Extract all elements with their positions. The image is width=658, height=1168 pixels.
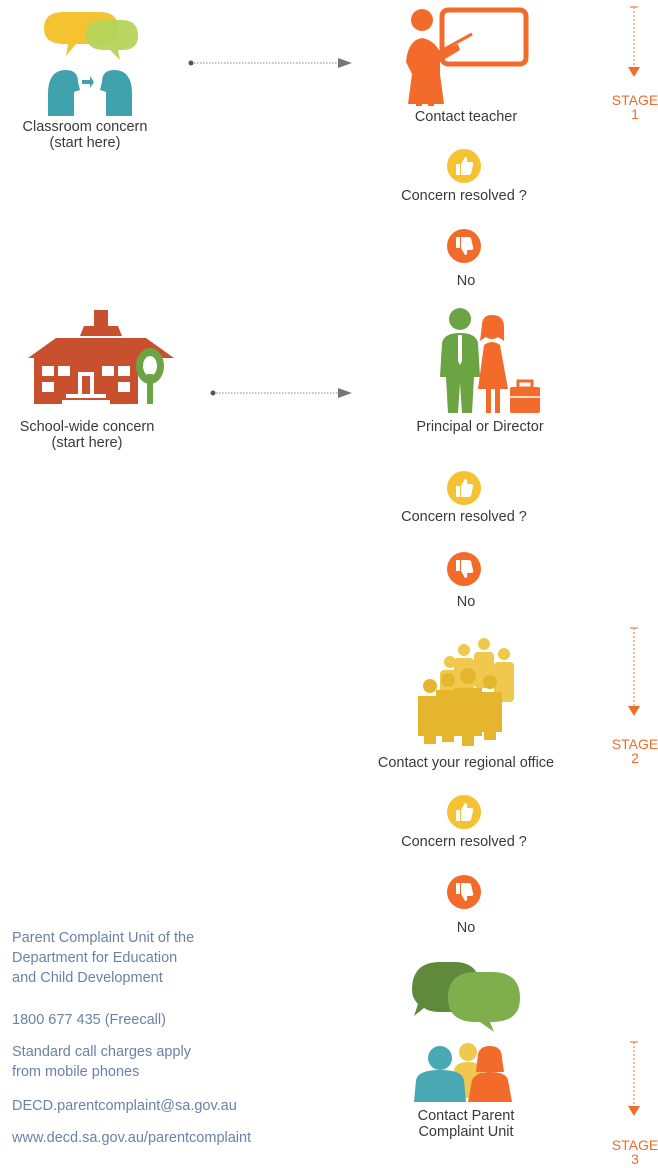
thumbs-up-icon — [447, 795, 481, 829]
stage-3-label: STAGE 3 — [611, 1137, 658, 1167]
thumbs-down-icon — [447, 552, 481, 586]
contact-pcu-label: Contact Parent Complaint Unit — [417, 1108, 515, 1140]
thumbs-up-icon — [447, 149, 481, 183]
no-label-2: No — [456, 594, 476, 610]
teacher-whiteboard-icon — [406, 7, 529, 106]
contact-teacher-label: Contact teacher — [414, 109, 518, 125]
concern-resolved-label-2: Concern resolved ? — [401, 509, 527, 525]
school-building-icon — [28, 310, 174, 404]
stage-2-label: STAGE 2 — [611, 736, 658, 766]
no-label-3: No — [456, 920, 476, 936]
school-wide-concern-label: School-wide concern (start here) — [19, 419, 155, 451]
thumbs-down-icon — [447, 875, 481, 909]
classroom-concern-label: Classroom concern (start here) — [22, 119, 148, 151]
connector-arrow — [188, 58, 352, 68]
call-charges-note: Standard call charges apply from mobile … — [12, 1044, 191, 1080]
connector-arrow — [210, 388, 352, 398]
thumbs-down-icon — [447, 229, 481, 263]
no-label-1: No — [456, 273, 476, 289]
thumbs-up-icon — [447, 471, 481, 505]
regional-office-label: Contact your regional office — [377, 755, 555, 771]
pcu-phone[interactable]: 1800 677 435 (Freecall) — [12, 1012, 166, 1028]
principal-director-icon — [440, 308, 540, 413]
pcu-email-link[interactable]: DECD.parentcomplaint@sa.gov.au — [12, 1098, 237, 1114]
parent-complaint-unit-icon — [412, 962, 520, 1102]
principal-director-label: Principal or Director — [416, 419, 544, 435]
stage-2-arrow — [628, 627, 640, 716]
concern-resolved-label-1: Concern resolved ? — [401, 188, 527, 204]
concern-resolved-label-3: Concern resolved ? — [401, 834, 527, 850]
stage-1-arrow — [628, 6, 640, 77]
pcu-website-link[interactable]: www.decd.sa.gov.au/parentcomplaint — [12, 1130, 252, 1146]
speech-bubbles-people-icon — [44, 12, 138, 116]
stage-1-label: STAGE 1 — [611, 92, 658, 122]
group-people-icon — [418, 638, 514, 746]
stage-3-arrow — [628, 1041, 640, 1116]
pcu-organisation: Parent Complaint Unit of the Department … — [12, 930, 195, 986]
